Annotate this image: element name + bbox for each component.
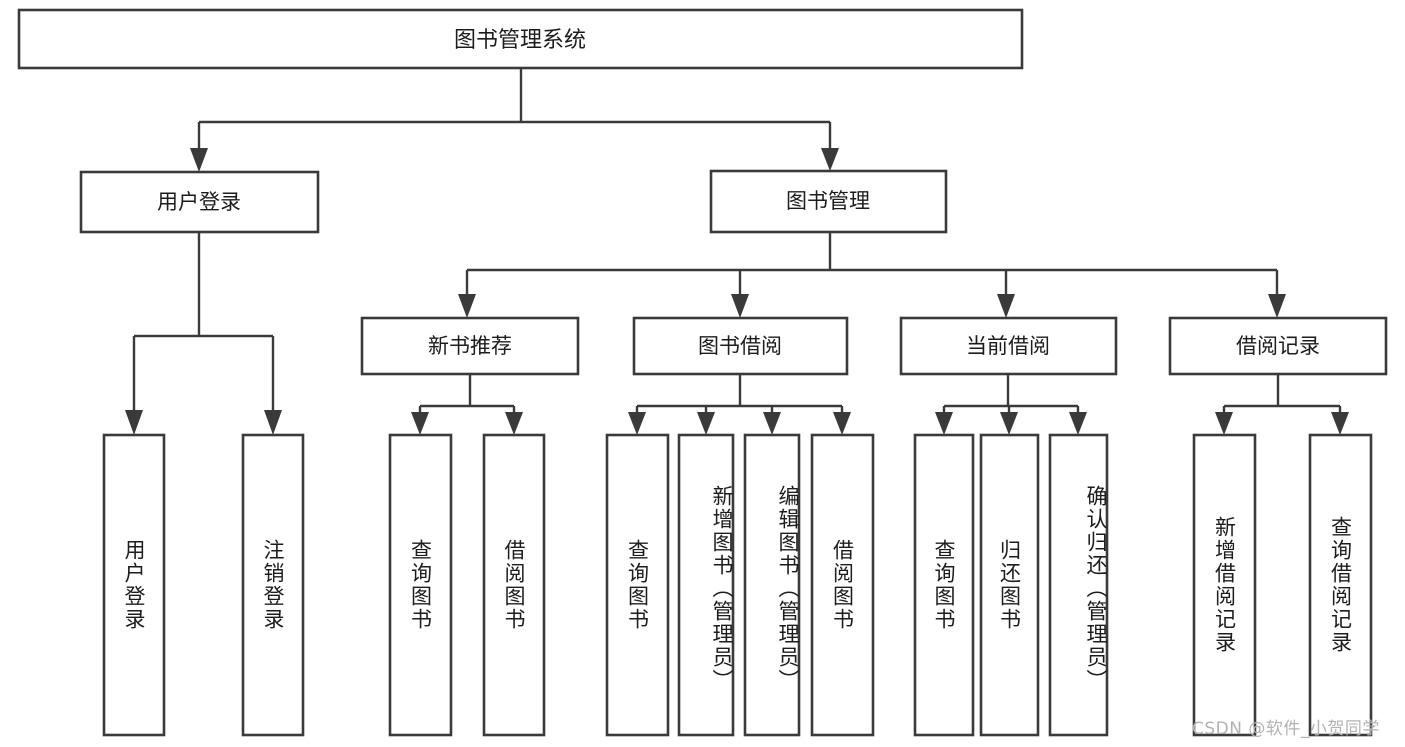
node-current-borrow[interactable]: 当前借阅 xyxy=(899,316,1118,376)
node-borrow-record-rect[interactable] xyxy=(1168,316,1388,376)
arrow-bb-to-leaf4 xyxy=(833,412,851,435)
leaf-return-book-rect[interactable] xyxy=(979,433,1040,737)
arrow-new-book-to-leaf1 xyxy=(411,412,429,435)
connector-group-book-borrow xyxy=(628,374,851,435)
arrow-bm-to-new-book xyxy=(458,294,476,318)
node-current-borrow-label: 当前借阅 xyxy=(966,334,1050,358)
node-book-management-label: 图书管理 xyxy=(786,189,870,213)
leaf-confirm-return-admin-rect[interactable] xyxy=(1048,433,1109,737)
node-root-label: 图书管理系统 xyxy=(454,28,586,53)
node-book-management[interactable]: 图书管理 xyxy=(709,169,948,234)
leaf-add-borrow-record-rect[interactable] xyxy=(1192,433,1257,737)
node-borrow-record[interactable]: 借阅记录 xyxy=(1168,316,1388,376)
node-book-borrow-label: 图书借阅 xyxy=(698,334,782,358)
leaf-query-borrow-record-rect[interactable] xyxy=(1308,433,1373,737)
node-user-login-label: 用户登录 xyxy=(157,190,241,214)
node-new-book-recommend[interactable]: 新书推荐 xyxy=(360,316,580,376)
connector-group-root xyxy=(190,68,839,172)
leaf-edit-book-admin-rect[interactable] xyxy=(743,433,801,737)
node-user-login-rect[interactable] xyxy=(79,170,320,234)
leaf-query-book-2-rect[interactable] xyxy=(605,433,670,737)
arrow-bm-to-book-borrow xyxy=(731,294,749,318)
arrow-cb-to-leaf3 xyxy=(1069,412,1087,435)
node-current-borrow-rect[interactable] xyxy=(899,316,1118,376)
node-borrow-record-label: 借阅记录 xyxy=(1236,334,1320,358)
leaf-logout-login-rect[interactable] xyxy=(241,433,305,737)
arrow-cb-to-leaf2 xyxy=(1000,412,1018,435)
arrow-bb-to-leaf3 xyxy=(763,412,781,435)
connector-group-new-book-recommend xyxy=(411,374,523,435)
arrow-bb-to-leaf2 xyxy=(697,412,715,435)
leaf-borrow-book-1-rect[interactable] xyxy=(482,433,546,737)
arrow-br-to-leaf2 xyxy=(1331,412,1349,435)
connector-group-book-management xyxy=(458,232,1286,318)
node-new-book-recommend-rect[interactable] xyxy=(360,316,580,376)
node-root[interactable]: 图书管理系统 xyxy=(17,8,1024,70)
node-root-rect[interactable] xyxy=(17,8,1024,70)
arrow-bb-to-leaf1 xyxy=(628,412,646,435)
connector-group-user-login xyxy=(125,232,282,435)
leaf-query-book-3-rect[interactable] xyxy=(913,433,975,737)
leaf-borrow-book-2-rect[interactable] xyxy=(810,433,875,737)
leaf-query-book-1-rect[interactable] xyxy=(388,433,453,737)
arrow-user-login-to-leaf1 xyxy=(125,410,143,435)
node-user-login[interactable]: 用户登录 xyxy=(79,170,320,234)
leaf-boxes-group xyxy=(102,433,1373,737)
arrow-cb-to-leaf1 xyxy=(935,412,953,435)
node-book-management-rect[interactable] xyxy=(709,169,948,234)
node-book-borrow-rect[interactable] xyxy=(632,316,849,376)
arrow-root-to-book-management xyxy=(821,148,839,171)
csdn-watermark: CSDN @软件_小贺同学 xyxy=(1192,719,1380,739)
arrow-bm-to-borrow-record xyxy=(1268,294,1286,318)
connector-group-current-borrow xyxy=(935,374,1087,435)
leaf-add-book-admin-rect[interactable] xyxy=(677,433,735,737)
leaf-user-login-rect[interactable] xyxy=(102,433,166,737)
arrow-user-login-to-leaf2 xyxy=(264,410,282,435)
node-new-book-recommend-label: 新书推荐 xyxy=(428,334,512,358)
arrow-bm-to-current-borrow xyxy=(997,294,1015,318)
node-book-borrow[interactable]: 图书借阅 xyxy=(632,316,849,376)
arrow-new-book-to-leaf2 xyxy=(505,412,523,435)
arrow-br-to-leaf1 xyxy=(1215,412,1233,435)
connector-group-borrow-record xyxy=(1215,374,1349,435)
arrow-root-to-user-login xyxy=(190,148,208,172)
